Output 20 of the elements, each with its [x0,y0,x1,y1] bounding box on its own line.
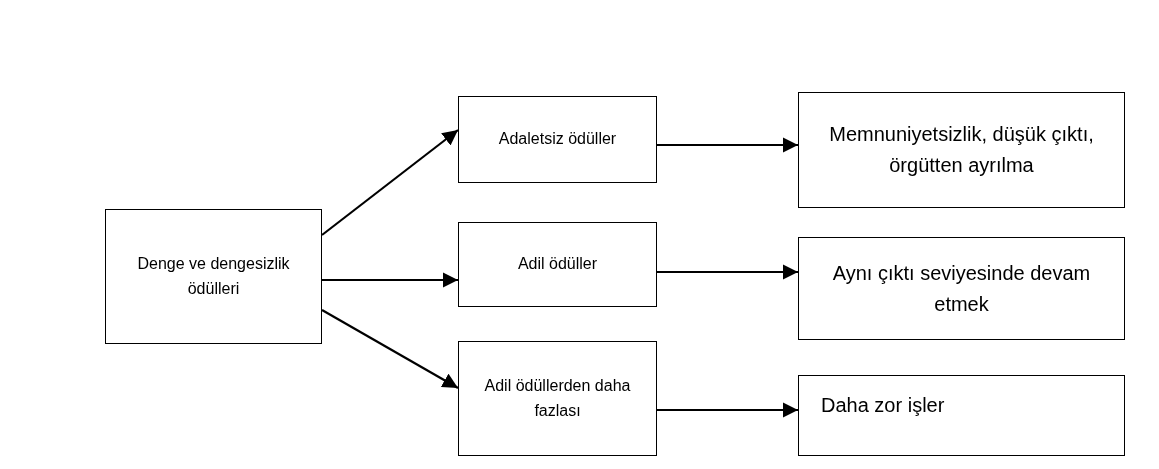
arrow [321,129,459,236]
box-label: Denge ve dengesizlik ödülleri [136,253,291,299]
arrow [322,272,458,288]
box-label: Aynı çıktı seviyesinde devam etmek [831,260,1092,317]
process-box [458,222,657,307]
arrow [321,309,459,389]
arrow [657,264,798,280]
process-box [798,237,1125,340]
process-box [798,375,1125,456]
box-label: Adil ödüllerden daha fazlası [483,375,632,421]
process-box [798,92,1125,208]
box-label: Memnuniyetsizlik, düşük çıktı, örgütten ayrılma [828,122,1095,178]
box-label: Adil ödüller [517,254,598,275]
process-box [458,341,657,456]
box-label: Adaletsiz ödüller [498,129,617,150]
box-label: Daha zor işler [821,393,945,418]
process-box [105,209,322,344]
arrow [657,137,798,153]
arrow [657,402,798,418]
process-box [458,96,657,183]
